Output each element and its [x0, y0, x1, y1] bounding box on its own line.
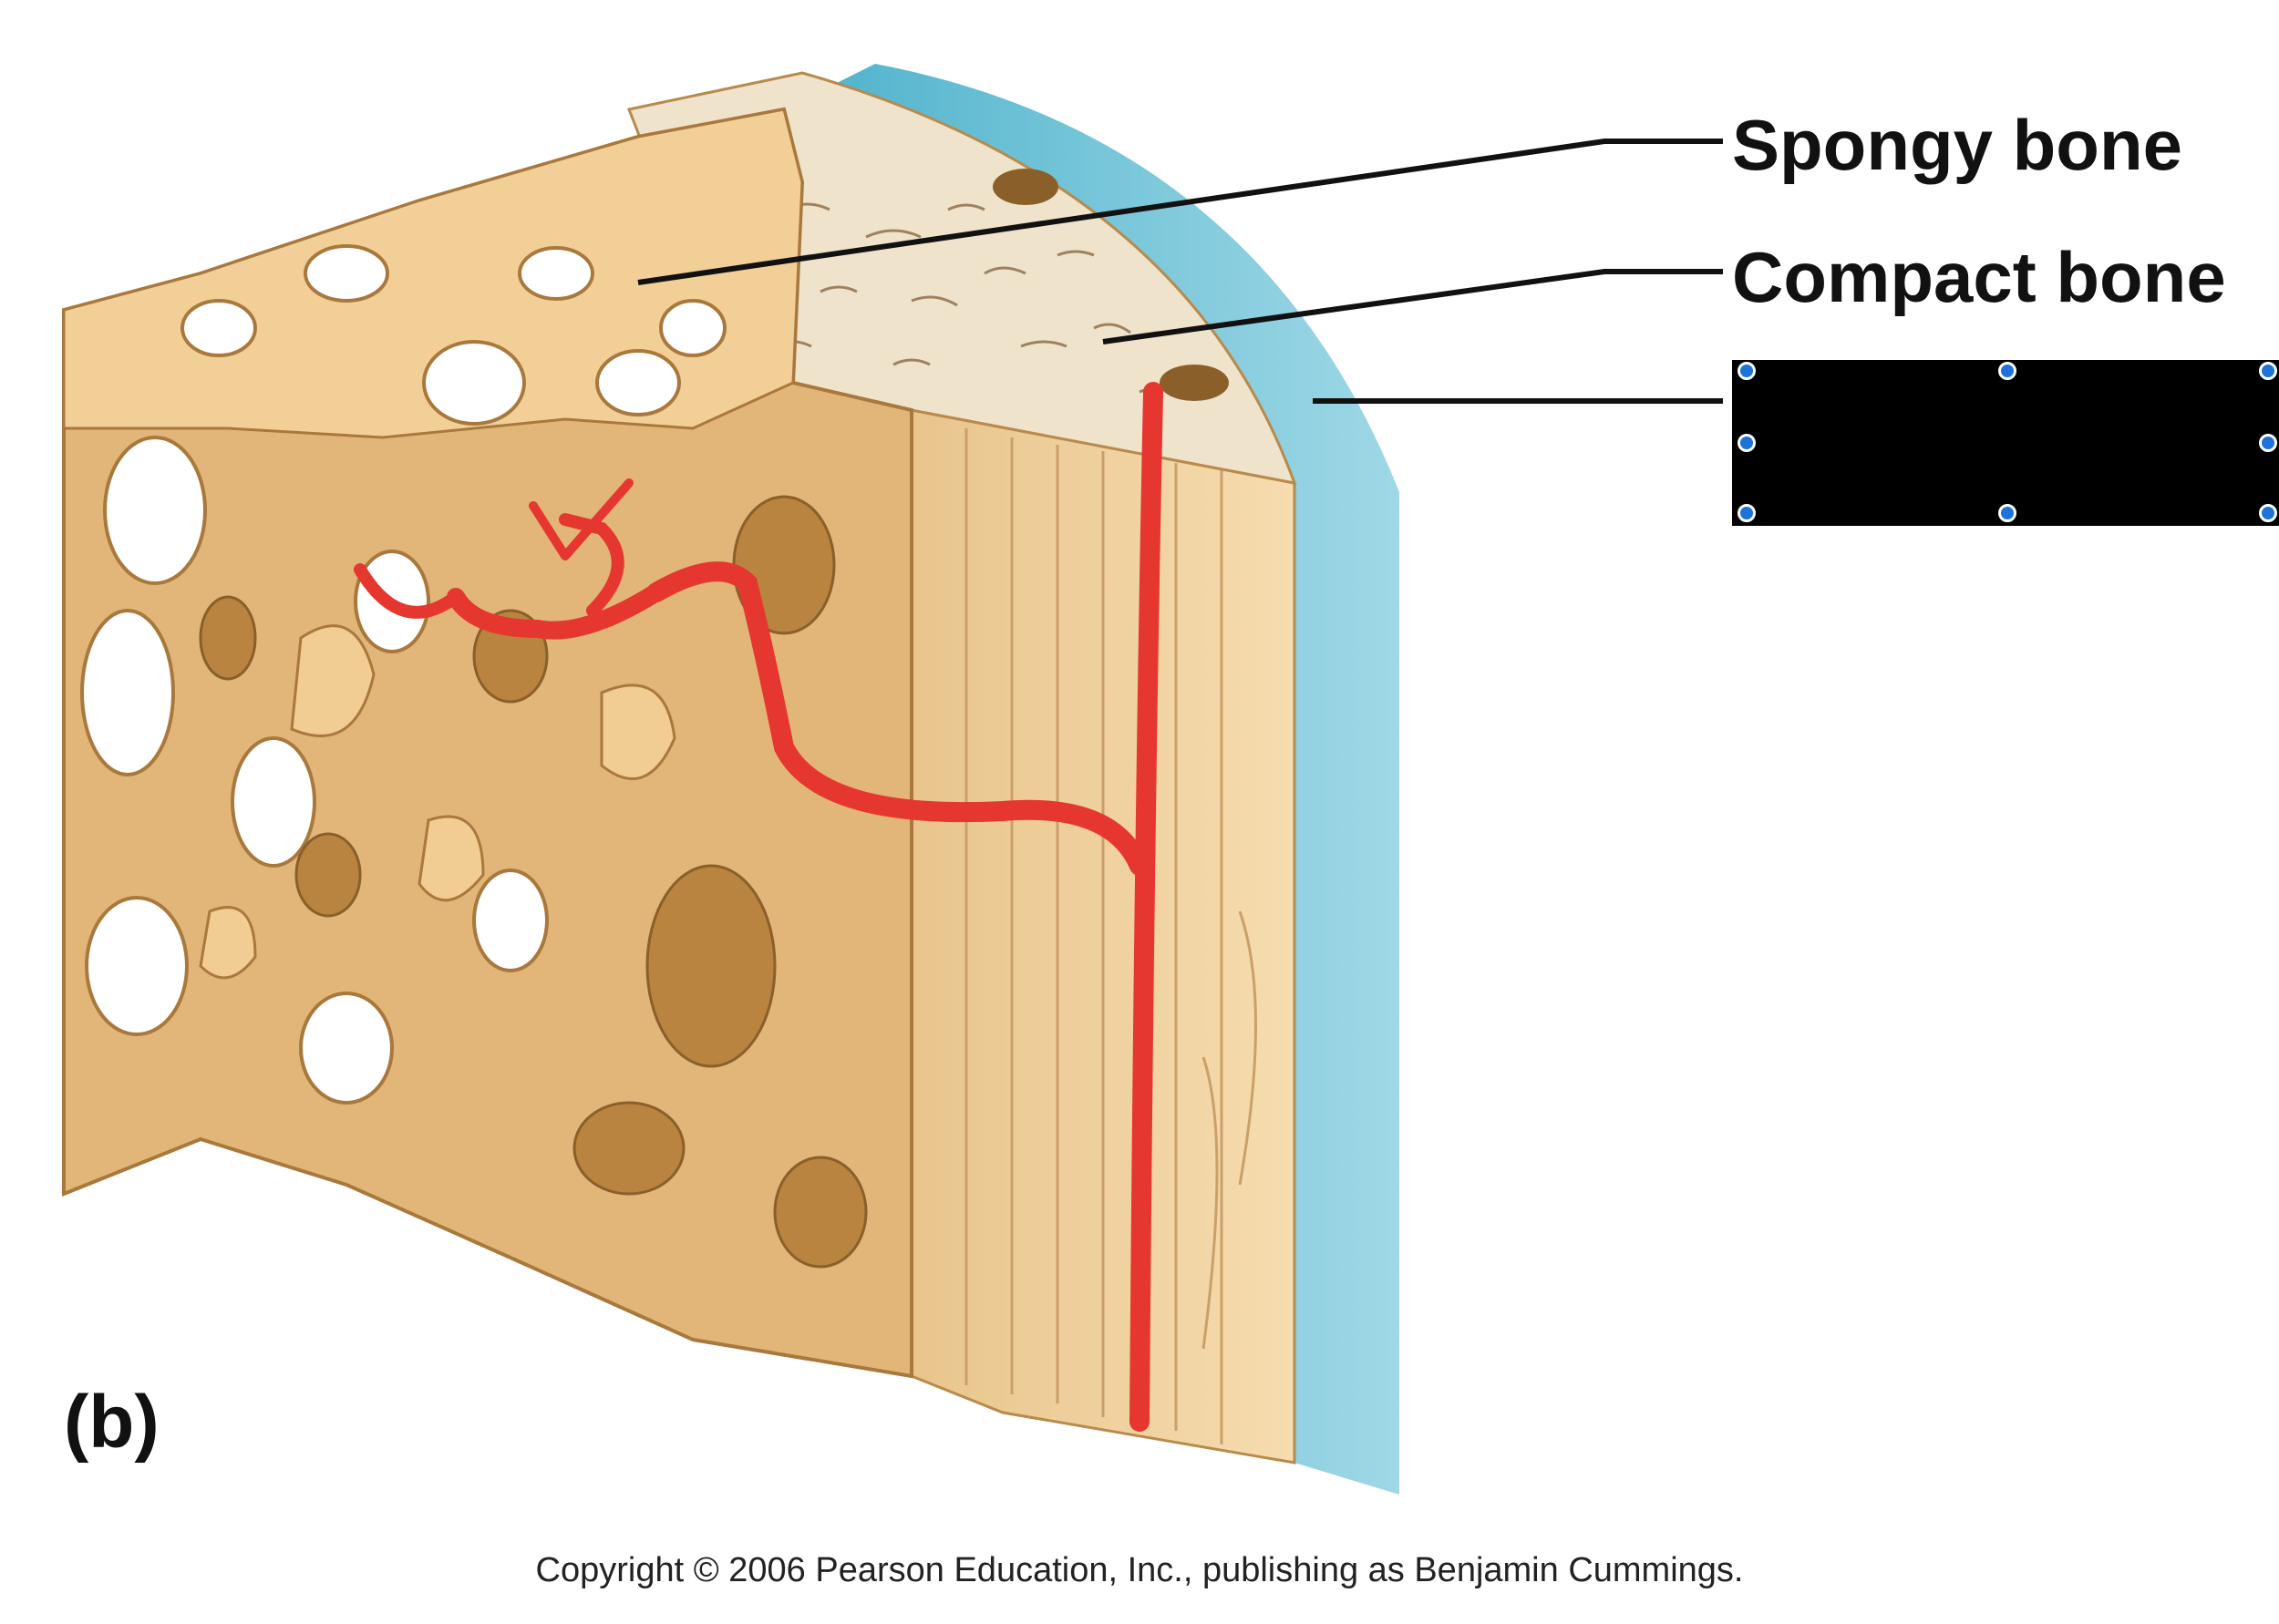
spongy-bone-label: Spongy bone: [1732, 105, 2182, 185]
osteon-canal: [1160, 365, 1229, 401]
resize-handle-bottom-left[interactable]: [1738, 504, 1756, 522]
resize-handle-top[interactable]: [1998, 362, 2016, 380]
trabecular-spaces: [80, 244, 727, 1105]
blood-vessels: [354, 382, 1163, 1432]
resize-handle-top-left[interactable]: [1738, 362, 1756, 380]
resize-handle-bottom-right[interactable]: [2259, 504, 2277, 522]
resize-handle-right[interactable]: [2259, 434, 2277, 452]
panel-letter: (b): [64, 1381, 160, 1464]
trabecular-struts: [199, 624, 676, 980]
lamellae-lines: [964, 428, 1257, 1444]
leader-line-spongy: [637, 139, 1723, 285]
resize-handle-bottom[interactable]: [1998, 504, 2016, 522]
hidden-label-box[interactable]: [1732, 360, 2279, 526]
leader-lines: [637, 139, 1723, 404]
resize-handle-left[interactable]: [1738, 434, 1756, 452]
osteon-canal: [993, 169, 1058, 205]
copyright-notice: Copyright © 2006 Pearson Education, Inc.…: [535, 1551, 1744, 1589]
resize-handle-top-right[interactable]: [2259, 362, 2277, 380]
compact-bone-label: Compact bone: [1732, 237, 2226, 317]
periosteum-layer: [802, 64, 1399, 1495]
leader-line-compact: [1102, 269, 1723, 344]
